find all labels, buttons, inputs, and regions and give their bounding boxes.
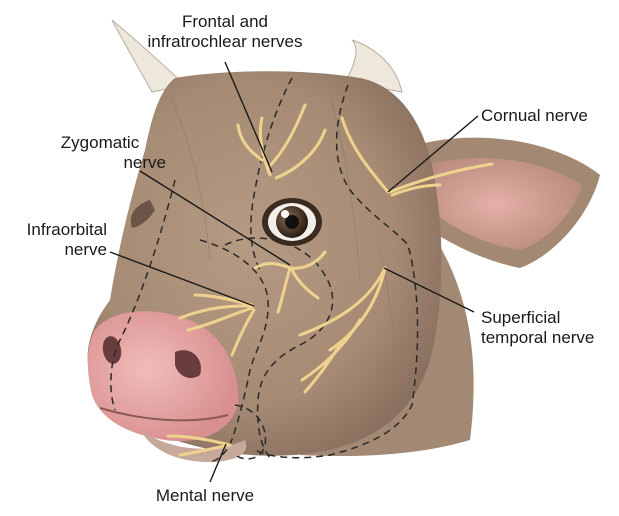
label-mental: Mental nerve <box>130 486 280 506</box>
eye <box>262 198 322 246</box>
label-frontal-line1: Frontal and <box>110 12 340 32</box>
label-frontal-line2: infratrochlear nerves <box>110 32 340 52</box>
label-zygomatic-line1: Zygomatic <box>30 133 170 153</box>
label-infraorbital-line1: Infraorbital <box>2 220 107 240</box>
label-zygomatic: Zygomatic nerve <box>30 133 170 173</box>
label-infraorbital: Infraorbital nerve <box>2 220 107 260</box>
label-superficial-temporal: Superficial temporal nerve <box>481 308 594 348</box>
label-infraorbital-line2: nerve <box>2 240 107 260</box>
label-zygomatic-line2: nerve <box>30 153 170 173</box>
label-cornual-line1: Cornual nerve <box>481 106 588 126</box>
label-superficial-temporal-line2: temporal nerve <box>481 328 594 348</box>
label-frontal-infratrochlear: Frontal and infratrochlear nerves <box>110 12 340 52</box>
label-mental-line1: Mental nerve <box>130 486 280 506</box>
label-superficial-temporal-line1: Superficial <box>481 308 594 328</box>
label-cornual: Cornual nerve <box>481 106 588 126</box>
